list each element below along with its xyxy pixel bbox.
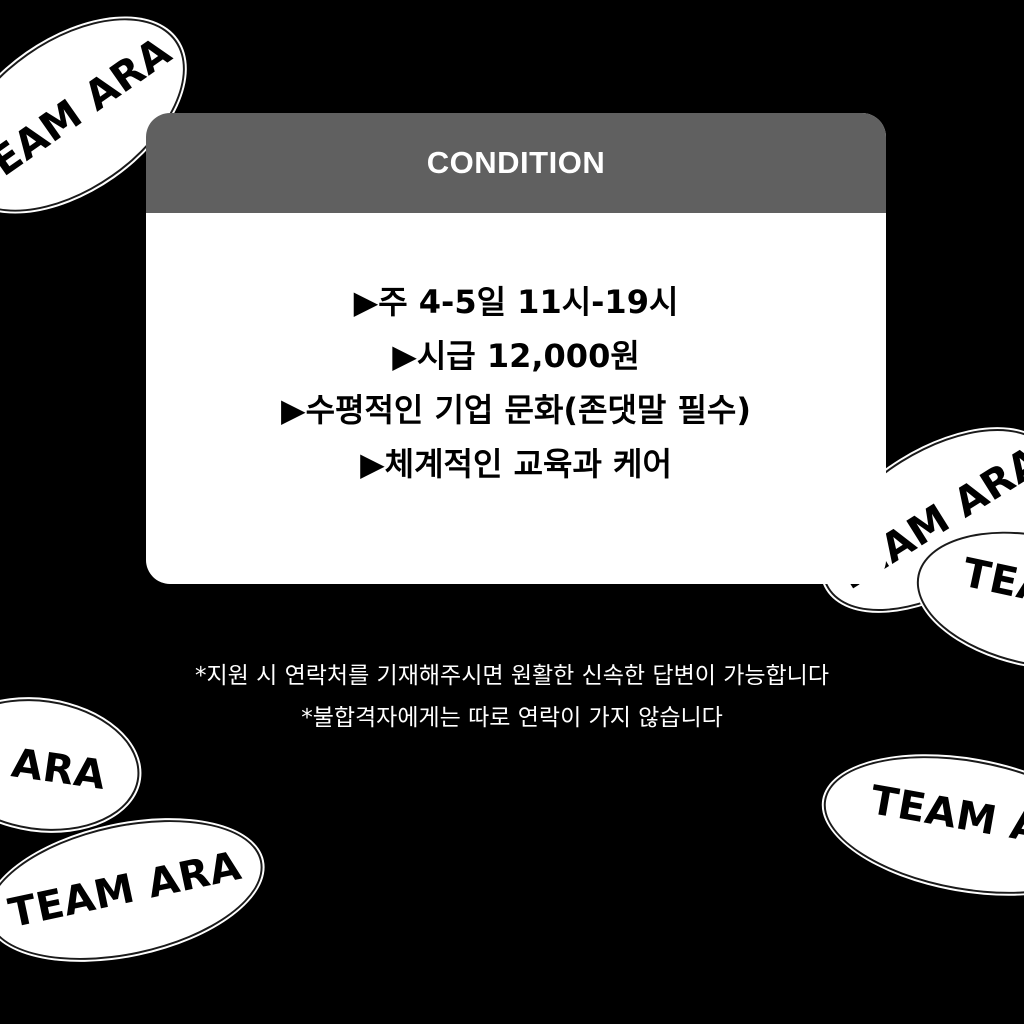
condition-item-schedule: ▶주 4-5일 11시-19시 [353, 283, 679, 321]
sticker-label: ARA [8, 740, 109, 799]
team-ara-sticker-right-bottom: TEAM A [812, 735, 1024, 915]
condition-item-wage: ▶시급 12,000원 [392, 337, 640, 375]
condition-card: CONDITION ▶주 4-5일 11시-19시 ▶시급 12,000원 ▶수… [146, 113, 886, 584]
condition-list: ▶주 4-5일 11시-19시 ▶시급 12,000원 ▶수평적인 기업 문화(… [146, 213, 886, 491]
sticker-label: TEA [958, 549, 1024, 614]
note-contact: *지원 시 연락처를 기재해주시면 원활한 신속한 답변이 가능합니다 [195, 663, 829, 689]
condition-card-header: CONDITION [146, 113, 886, 213]
condition-title: CONDITION [426, 145, 606, 180]
sticker-label: TEAM A [866, 777, 1024, 853]
condition-item-training: ▶체계적인 교육과 케어 [360, 445, 672, 483]
note-rejection: *불합격자에게는 따로 연락이 가지 않습니다 [301, 705, 723, 731]
sticker-label: TEAM ARA [4, 842, 246, 938]
notes: *지원 시 연락처를 기재해주시면 원활한 신속한 답변이 가능합니다 *불합격… [0, 655, 1024, 739]
condition-item-culture: ▶수평적인 기업 문화(존댓말 필수) [280, 391, 751, 429]
